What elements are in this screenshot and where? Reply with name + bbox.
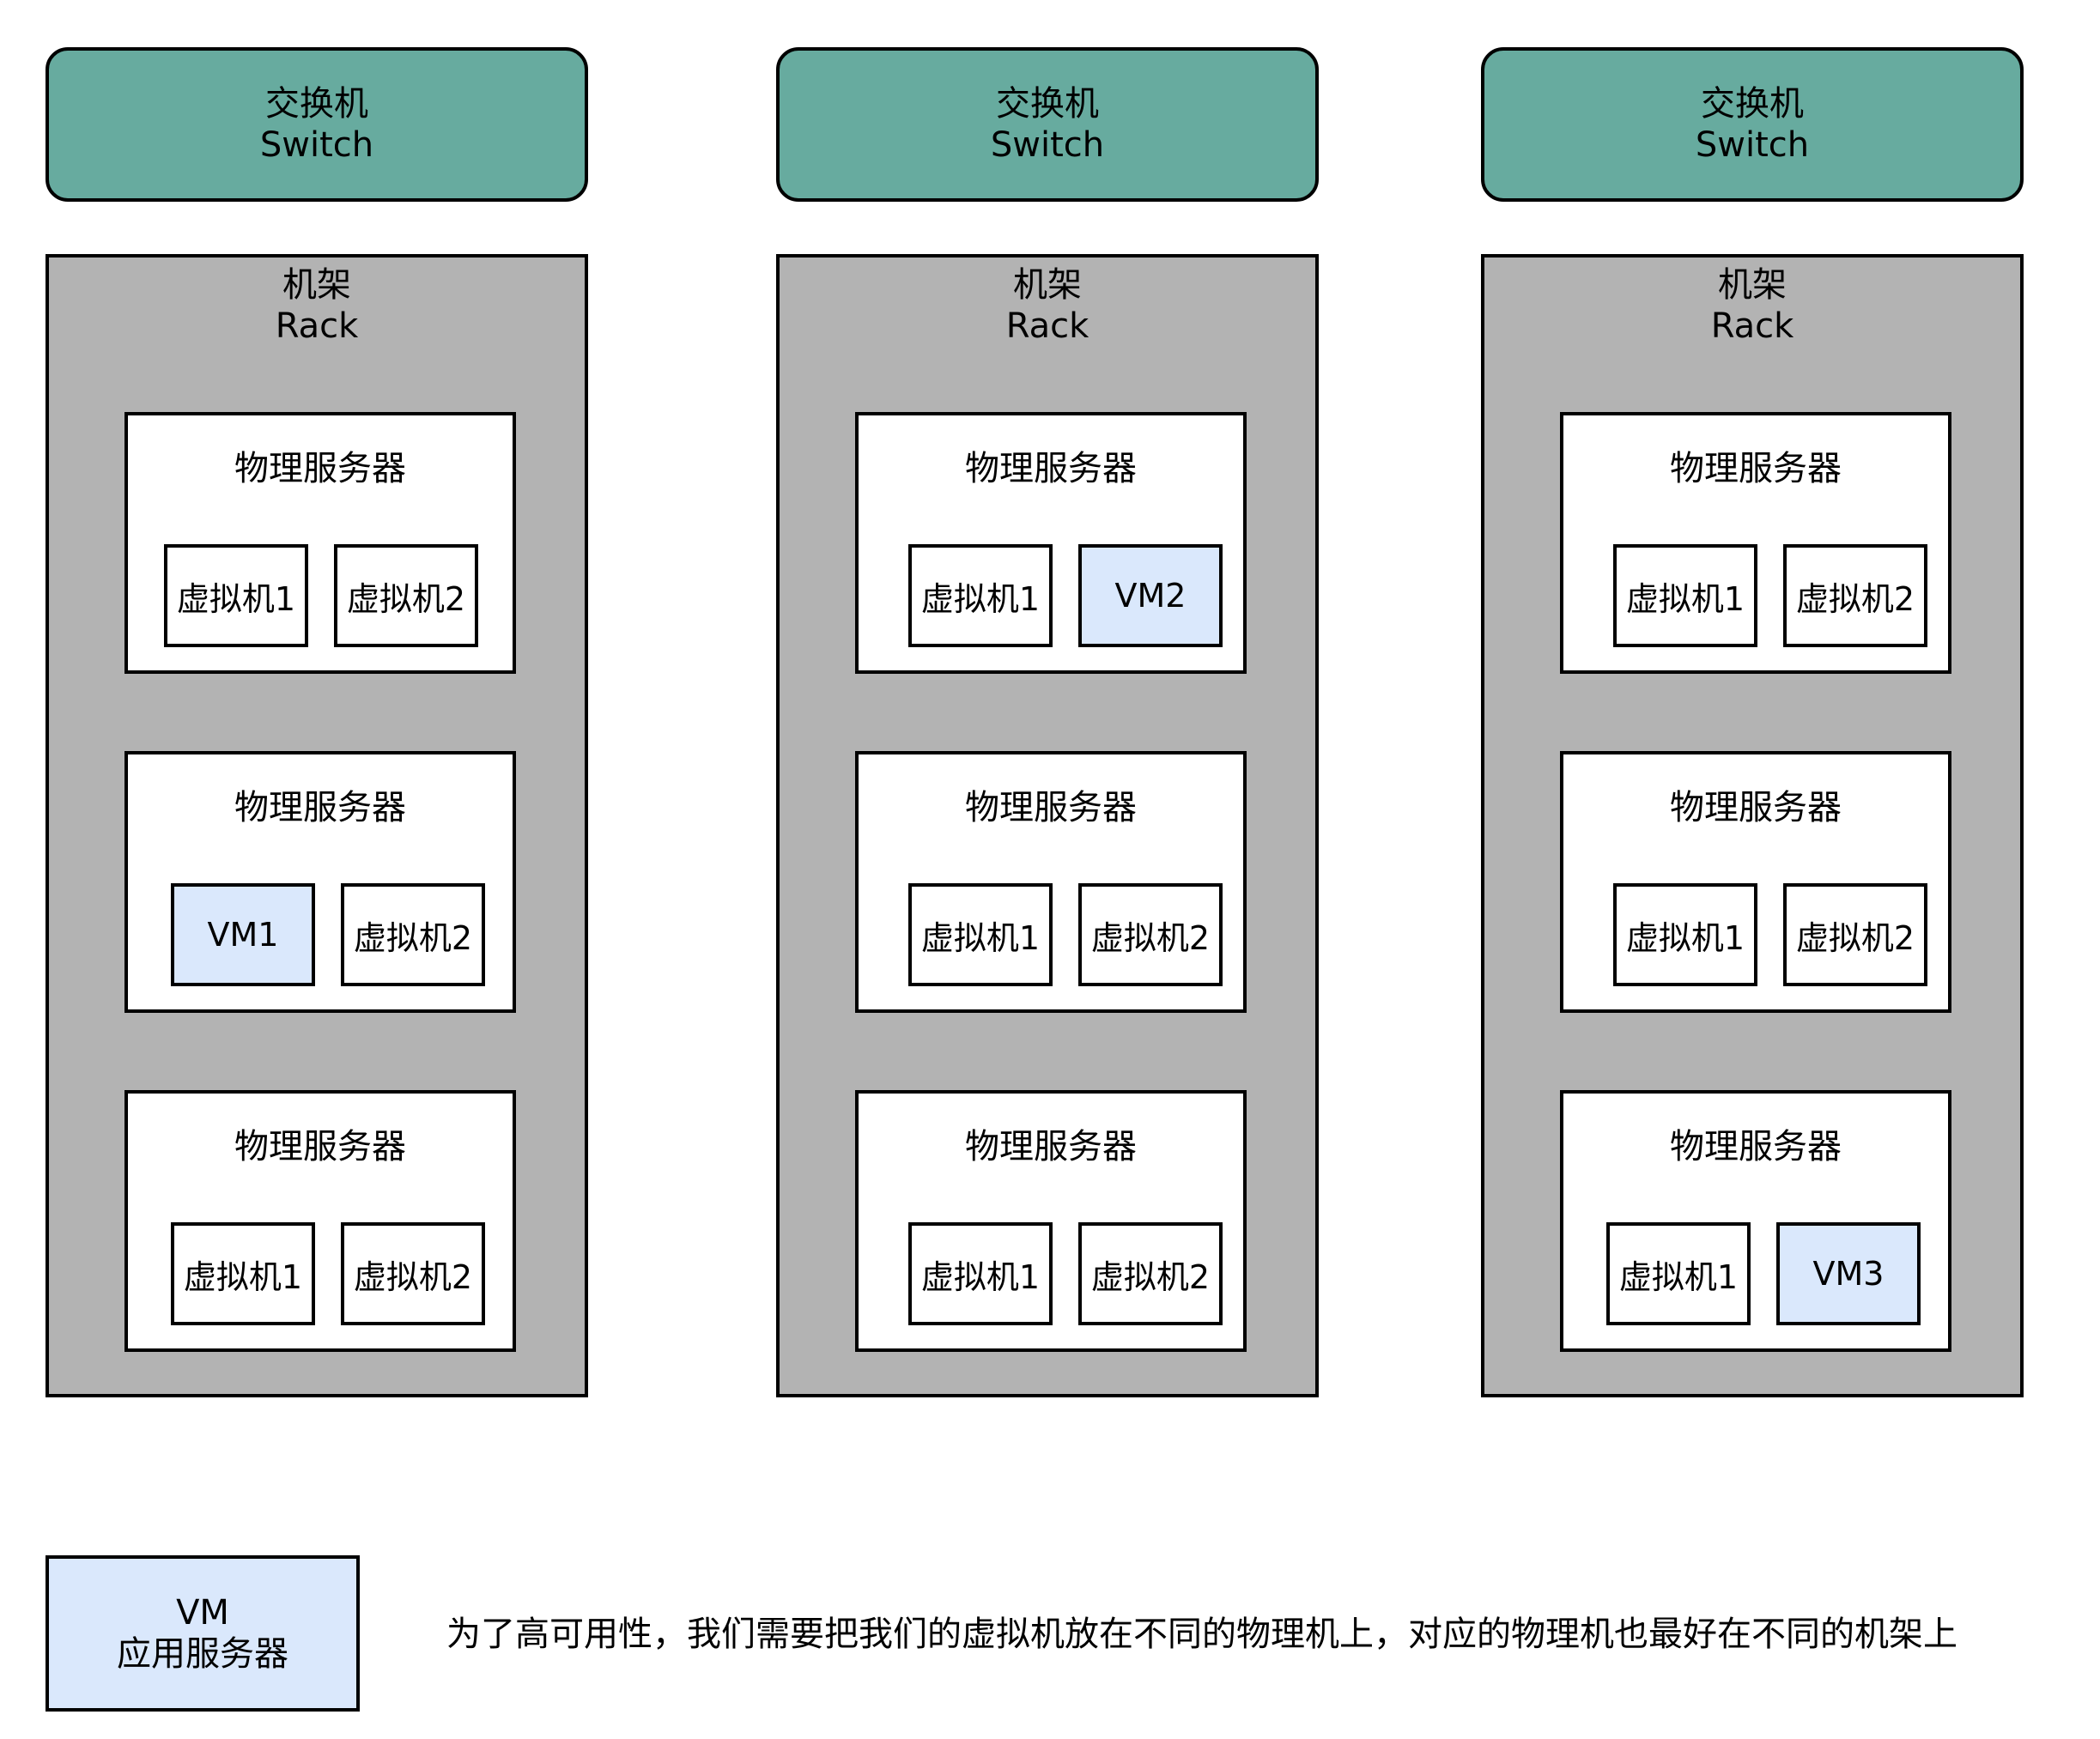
switch-1: 交换机 Switch [46, 47, 588, 202]
vm-label: 虚拟机1 [1625, 918, 1745, 957]
physical-server: 物理服务器 VM1 虚拟机2 [124, 751, 516, 1013]
vm-box: 虚拟机1 [908, 1222, 1053, 1325]
vm-box: 虚拟机1 [1613, 544, 1757, 647]
rack-label-zh: 机架 [282, 265, 351, 305]
vm-box: 虚拟机1 [1613, 883, 1757, 986]
server-title: 物理服务器 [965, 449, 1137, 488]
physical-server: 物理服务器 虚拟机1 虚拟机2 [855, 1090, 1247, 1352]
app-vm-box: VM1 [171, 883, 315, 986]
rack-label-zh: 机架 [1013, 265, 1082, 305]
vm-box: 虚拟机2 [341, 1222, 485, 1325]
vm-box: 虚拟机2 [334, 544, 478, 647]
vm-label: 虚拟机1 [183, 1257, 303, 1296]
vm-label: 虚拟机1 [176, 579, 296, 618]
rack-1: 机架 Rack 物理服务器 虚拟机1 虚拟机2 物理服务器 VM1 虚拟机2 物… [46, 254, 588, 1397]
legend-line2: 应用服务器 [117, 1634, 288, 1674]
rack-title: 机架 Rack [780, 264, 1315, 347]
server-title: 物理服务器 [1670, 1127, 1842, 1166]
vm-box: 虚拟机1 [908, 883, 1053, 986]
physical-server: 物理服务器 虚拟机1 VM3 [1560, 1090, 1951, 1352]
vm-label: 虚拟机2 [353, 918, 473, 957]
vm-label: 虚拟机2 [1090, 1257, 1211, 1296]
switch-label-en: Switch [259, 125, 374, 165]
vm-box: 虚拟机2 [1783, 544, 1927, 647]
vm-label: 虚拟机1 [920, 918, 1041, 957]
switch-label-zh: 交换机 [265, 84, 368, 124]
switch-label-en: Switch [990, 125, 1105, 165]
vm-label: 虚拟机2 [1795, 579, 1915, 618]
server-title: 物理服务器 [1670, 788, 1842, 827]
vm-label: 虚拟机1 [1618, 1257, 1739, 1296]
vm-label: 虚拟机1 [920, 1257, 1041, 1296]
physical-server: 物理服务器 虚拟机1 虚拟机2 [124, 1090, 516, 1352]
server-title: 物理服务器 [965, 788, 1137, 827]
vm-label: 虚拟机1 [920, 579, 1041, 618]
rack-label-zh: 机架 [1718, 265, 1787, 305]
server-title: 物理服务器 [234, 1127, 406, 1166]
vm-label: 虚拟机2 [1090, 918, 1211, 957]
vm-box: 虚拟机2 [1078, 883, 1223, 986]
server-title: 物理服务器 [1670, 449, 1842, 488]
vm-box: 虚拟机1 [164, 544, 308, 647]
vm-box: 虚拟机1 [171, 1222, 315, 1325]
vm-box: 虚拟机2 [1078, 1222, 1223, 1325]
vm-label: VM1 [207, 916, 279, 954]
rack-title: 机架 Rack [49, 264, 585, 347]
server-title: 物理服务器 [234, 788, 406, 827]
legend-app-vm: VM 应用服务器 [46, 1555, 360, 1712]
rack-title: 机架 Rack [1484, 264, 2020, 347]
switch-2: 交换机 Switch [776, 47, 1319, 202]
vm-label: VM2 [1114, 577, 1187, 615]
app-vm-box: VM2 [1078, 544, 1223, 647]
rack-label-en: Rack [1005, 306, 1089, 346]
rack-label-en: Rack [275, 306, 359, 346]
rack-2: 机架 Rack 物理服务器 虚拟机1 VM2 物理服务器 虚拟机1 虚拟机2 物… [776, 254, 1319, 1397]
switch-label-en: Switch [1695, 125, 1810, 165]
physical-server: 物理服务器 虚拟机1 虚拟机2 [1560, 412, 1951, 674]
rack-label-en: Rack [1710, 306, 1794, 346]
physical-server: 物理服务器 虚拟机1 虚拟机2 [1560, 751, 1951, 1013]
server-title: 物理服务器 [234, 449, 406, 488]
vm-label: 虚拟机1 [1625, 579, 1745, 618]
vm-label: 虚拟机2 [346, 579, 466, 618]
switch-label-zh: 交换机 [1701, 84, 1804, 124]
caption-note: 为了高可用性，我们需要把我们的虚拟机放在不同的物理机上，对应的物理机也最好在不同… [446, 1615, 1957, 1654]
switch-3: 交换机 Switch [1481, 47, 2024, 202]
physical-server: 物理服务器 虚拟机1 虚拟机2 [124, 412, 516, 674]
vm-box: 虚拟机2 [1783, 883, 1927, 986]
physical-server: 物理服务器 虚拟机1 VM2 [855, 412, 1247, 674]
rack-3: 机架 Rack 物理服务器 虚拟机1 虚拟机2 物理服务器 虚拟机1 虚拟机2 … [1481, 254, 2024, 1397]
vm-label: 虚拟机2 [1795, 918, 1915, 957]
vm-box: 虚拟机2 [341, 883, 485, 986]
vm-label: 虚拟机2 [353, 1257, 473, 1296]
physical-server: 物理服务器 虚拟机1 虚拟机2 [855, 751, 1247, 1013]
server-title: 物理服务器 [965, 1127, 1137, 1166]
app-vm-box: VM3 [1776, 1222, 1921, 1325]
switch-label-zh: 交换机 [996, 84, 1099, 124]
legend-line1: VM [176, 1593, 229, 1633]
vm-box: 虚拟机1 [1606, 1222, 1751, 1325]
vm-box: 虚拟机1 [908, 544, 1053, 647]
vm-label: VM3 [1812, 1255, 1885, 1293]
